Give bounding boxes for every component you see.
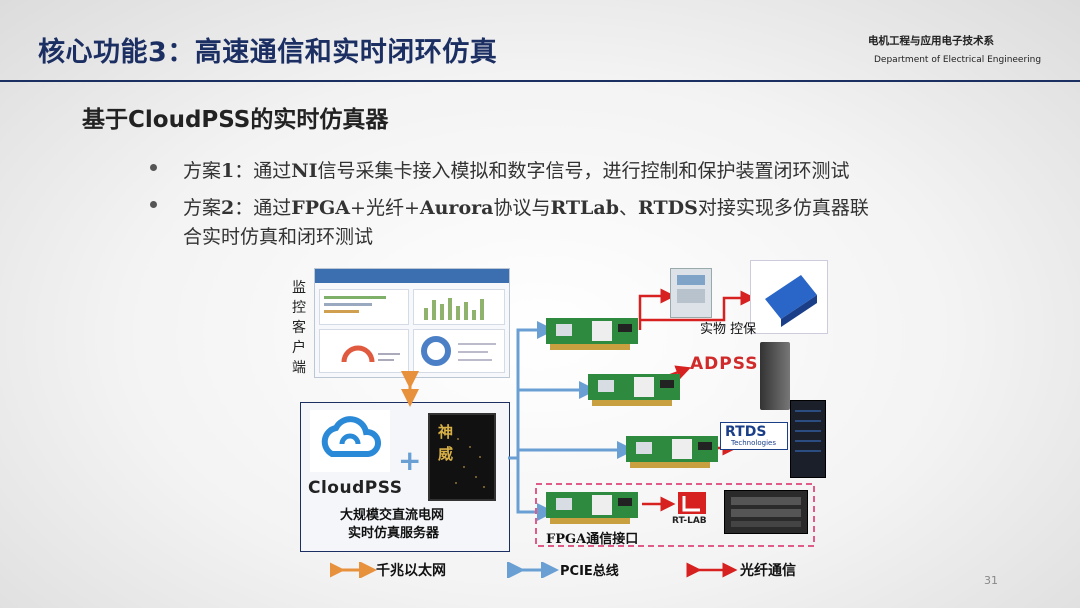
legend-arrows xyxy=(330,562,738,578)
header-divider xyxy=(0,80,1080,82)
connection-lines xyxy=(401,288,815,547)
rtlab-chassis-icon xyxy=(724,490,808,534)
shenwei-server-icon: 神威 xyxy=(428,413,496,501)
bullet-1-colon: ： xyxy=(234,160,254,182)
server-label-2: 实时仿真服务器 xyxy=(348,526,440,541)
adpss-logo: ADPSS xyxy=(690,354,759,374)
cloudpss-logo-icon xyxy=(310,410,390,472)
bullet-1-ni: NI xyxy=(291,160,318,182)
client-widget xyxy=(413,329,505,373)
architecture-diagram: 监控客户端 CloudPSS + 神威 大规模交直流电网 实时仿真服务器 xyxy=(270,258,850,558)
bullet-1-prefix: 方案 xyxy=(183,160,222,182)
plus-icon: + xyxy=(398,444,422,477)
client-toolbar xyxy=(315,269,509,283)
monitoring-client-screenshot xyxy=(314,268,510,378)
bullet-2-text-a: 通过 xyxy=(253,197,292,219)
adpss-server-icon xyxy=(760,342,790,410)
bullet-2-rtds: RTDS xyxy=(638,197,698,219)
bullet-2-line2: 合实时仿真和闭环测试 xyxy=(183,226,374,248)
bullet-dot xyxy=(150,201,157,208)
fpga-card xyxy=(546,314,638,354)
client-widget xyxy=(319,289,409,325)
bullet-2-text-e: 对接实现多仿真器联 xyxy=(697,197,869,219)
department-name-en: Department of Electrical Engineering xyxy=(874,55,1042,65)
legend-ethernet: 千兆以太网 xyxy=(376,563,446,579)
protection-relay-icon xyxy=(670,268,712,318)
bullet-2-text-b: +光纤+ xyxy=(350,197,420,219)
cloudpss-logo-text: CloudPSS xyxy=(308,478,403,498)
fpga-label: FPGA通信接口 xyxy=(546,532,639,547)
bullet-2-num: 2 xyxy=(221,197,235,219)
bullet-2-text-c: 协议与 xyxy=(493,197,551,219)
shenwei-chars: 神威 xyxy=(438,423,454,463)
bullet-2-text-d: 、 xyxy=(619,197,639,219)
physical-label: 实物 控保 xyxy=(700,322,757,337)
client-widget xyxy=(319,329,409,373)
slide-title: 核心功能3：高速通信和实时闭环仿真 xyxy=(38,37,498,68)
client-label: 监控客户端 xyxy=(292,280,306,376)
bullet-2-colon: ： xyxy=(234,197,254,219)
fpga-card xyxy=(626,432,718,472)
rtlab-logo: RT-LAB xyxy=(672,516,707,526)
legend-pcie: PCIE总线 xyxy=(560,564,619,579)
bullet-1-text-b: 信号采集卡接入模拟和数字信号，进行控制和保护装置闭环测试 xyxy=(317,160,850,182)
department-name-cn: 电机工程与应用电子技术系 xyxy=(868,35,994,47)
bullet-dot xyxy=(150,164,157,171)
page-number: 31 xyxy=(984,574,998,587)
rtds-logo-box: RTDS Technologies xyxy=(720,422,788,450)
rtlab-logo-icon xyxy=(678,492,706,514)
bullet-2-prefix: 方案 xyxy=(183,197,222,219)
rtds-rack-icon xyxy=(790,400,826,478)
section-subtitle: 基于CloudPSS的实时仿真器 xyxy=(82,107,389,133)
bullet-2-fpga: FPGA xyxy=(291,197,351,219)
server-label-1: 大规模交直流电网 xyxy=(340,508,445,523)
client-widget xyxy=(413,289,505,325)
bullet-1-num: 1 xyxy=(221,160,235,182)
fpga-card xyxy=(588,370,680,410)
bullet-1: 方案1：通过NI信号采集卡接入模拟和数字信号，进行控制和保护装置闭环测试 xyxy=(183,156,850,183)
controller-device-icon xyxy=(750,260,828,334)
bullet-2: 方案2：通过FPGA+光纤+Aurora协议与RTLab、RTDS对接实现多仿真… xyxy=(183,193,869,220)
bullet-2-rtlab: RTLab xyxy=(550,197,620,219)
bullet-1-text-a: 通过 xyxy=(253,160,292,182)
rtds-sub: Technologies xyxy=(731,439,776,447)
bullet-2-aurora: Aurora xyxy=(419,197,494,219)
rtds-logo: RTDS xyxy=(725,424,767,440)
legend-fiber: 光纤通信 xyxy=(740,563,796,579)
fpga-card xyxy=(546,488,638,528)
